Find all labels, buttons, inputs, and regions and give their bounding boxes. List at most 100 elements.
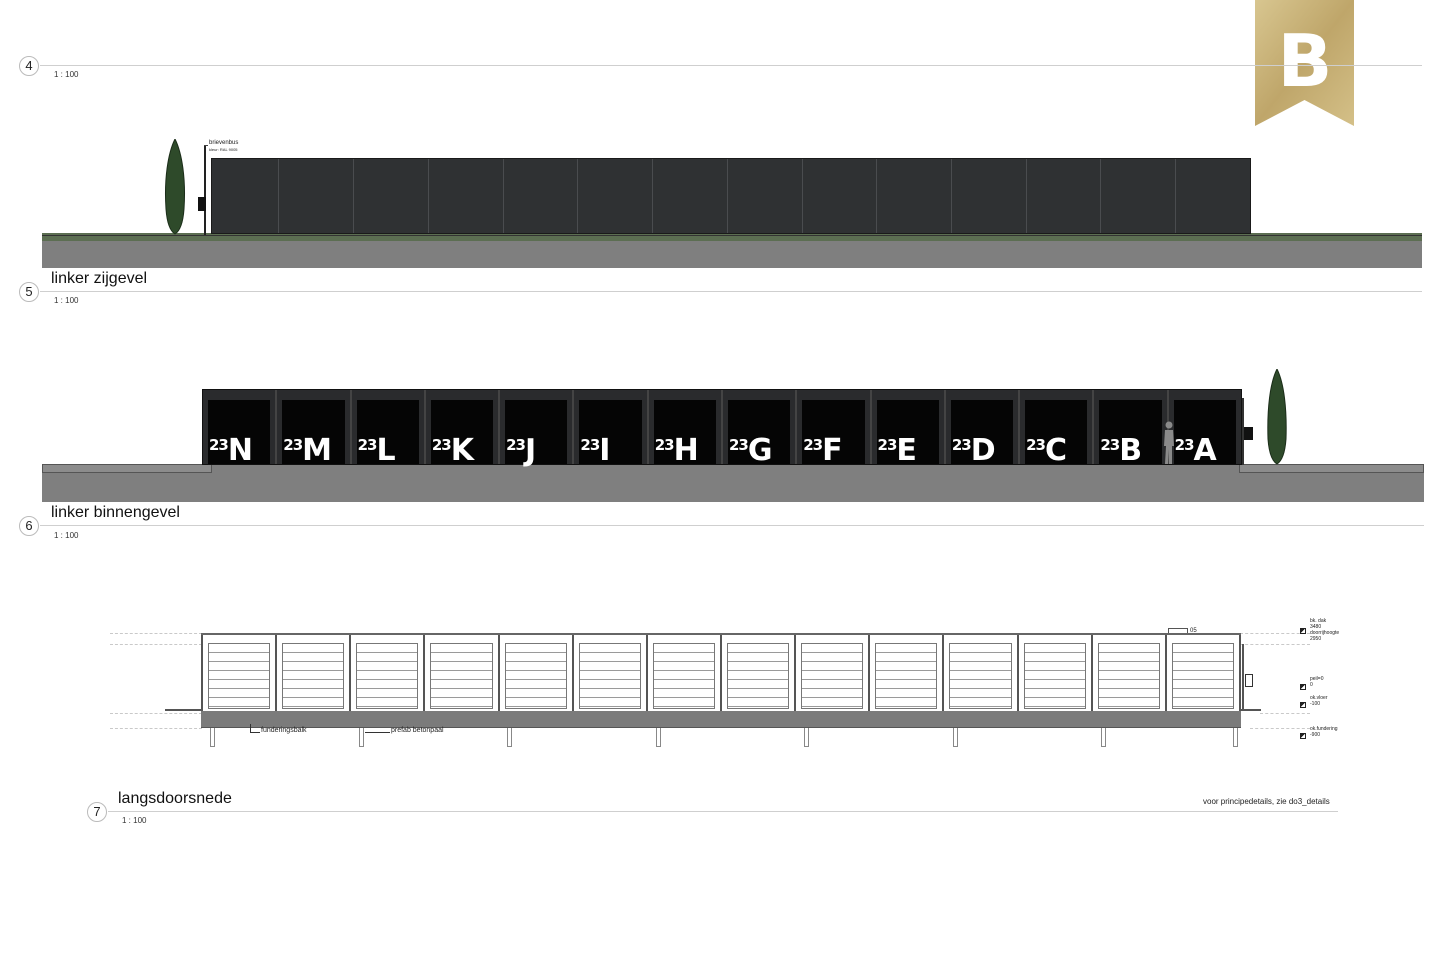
facade-panel: [504, 159, 579, 233]
section-shutter: [1023, 643, 1086, 709]
facade-panel: [578, 159, 654, 233]
unit-letter: G: [747, 433, 773, 468]
unit-letter: B: [1119, 433, 1143, 468]
view-number-5: 5: [19, 282, 39, 302]
view-divider-5: [40, 291, 1422, 292]
side-elevation-facade: [211, 158, 1251, 234]
section-units: [201, 633, 1241, 711]
section-unit: [1164, 635, 1241, 711]
section-shutter: [801, 643, 864, 709]
pavement-left: [42, 464, 212, 473]
section-unit: [719, 635, 794, 711]
pavement-right: [1239, 464, 1424, 473]
inner-elevation-ground: [42, 464, 1424, 502]
level-line-floor-right: [1260, 713, 1310, 714]
label-pile: prefab betonpaal: [391, 727, 444, 734]
section-mailbox-post: [1242, 644, 1244, 710]
unit-house-number: 23: [431, 436, 452, 454]
unit-letter: E: [896, 433, 917, 468]
view-scale-7: 1 : 100: [122, 816, 147, 825]
unit-letter: M: [302, 433, 333, 468]
section-shutter: [504, 643, 567, 709]
garage-door: [430, 400, 494, 464]
garage-door: [282, 400, 345, 464]
section-mailbox: [1245, 674, 1253, 687]
mailbox-leader-line: [204, 145, 208, 146]
section-unit: [571, 635, 646, 711]
mailbox-post: [204, 145, 206, 235]
garage-door: [579, 400, 642, 464]
foundation-pile: [358, 728, 364, 747]
garage-unit: 23N: [203, 390, 278, 468]
section-shutter: [208, 643, 271, 709]
section-foundation-beam: [201, 711, 1241, 728]
section-unit: [349, 635, 423, 711]
section-unit: [275, 635, 349, 711]
view-divider-4: [40, 65, 1422, 66]
level-line-foundation-right: [1250, 728, 1310, 729]
view-title-6: linker binnengevel: [51, 504, 180, 521]
unit-letter: I: [599, 433, 611, 468]
section-shutter: [578, 643, 641, 709]
unit-house-number: 23: [728, 436, 749, 454]
cypress-tree-right: [1267, 369, 1287, 465]
level-foundation-value: -900: [1310, 732, 1321, 738]
unit-house-number: 23: [1026, 436, 1046, 454]
level-marker-roof: [1300, 628, 1306, 634]
garage-unit: 23C: [1020, 390, 1095, 468]
level-clearance-value: 2950: [1310, 636, 1322, 642]
view-number-4: 4: [19, 56, 39, 76]
unit-house-number: 23: [877, 436, 898, 454]
view-divider-6: [40, 525, 1424, 526]
dimension-value: 05: [1190, 628, 1197, 634]
unit-letter: F: [822, 433, 843, 468]
unit-house-number: 23: [283, 436, 303, 454]
facade-panel: [653, 159, 728, 233]
facade-panel: [1101, 159, 1177, 233]
section-unit: [794, 635, 868, 711]
section-floor-right-extension: [1241, 709, 1261, 711]
garage-door: [208, 400, 271, 464]
level-line-floor: [110, 713, 202, 714]
garage-door: [1099, 400, 1162, 464]
section-unit: [497, 635, 572, 711]
garage-unit: 23I: [574, 390, 649, 468]
unit-letter: C: [1044, 433, 1067, 468]
garage-unit: 23J: [500, 390, 575, 468]
level-marker-peil: [1300, 684, 1306, 690]
garage-unit: 23M: [277, 390, 352, 468]
level-line-roof: [110, 633, 202, 634]
unit-house-number: 23: [1100, 436, 1120, 454]
person-figure: [1164, 421, 1174, 464]
unit-house-number: 23: [209, 436, 229, 454]
pile-leader: [365, 732, 390, 733]
mailbox-annotation-title: brievenbus: [209, 140, 239, 146]
garage-door: [1173, 400, 1236, 464]
mailbox-annotation-sub: kleur: RAL 9005: [209, 147, 238, 152]
section-shutter: [1171, 643, 1234, 709]
unit-label: 23M: [283, 433, 332, 468]
foundation-pile: [1233, 728, 1238, 747]
level-line-clearance-right: [1240, 644, 1310, 645]
garage-unit: 23K: [426, 390, 501, 468]
unit-label: 23I: [580, 433, 610, 468]
level-floor-value: -100: [1310, 701, 1321, 707]
section-shutter: [430, 643, 493, 709]
unit-label: 23J: [506, 433, 536, 468]
foundation-beam-leader-h: [250, 732, 260, 733]
unit-house-number: 23: [506, 436, 526, 454]
view-number-7: 7: [87, 802, 107, 822]
unit-house-number: 23: [654, 436, 675, 454]
section-shutter: [652, 643, 715, 709]
level-marker-foundation: [1300, 733, 1306, 739]
facade-panel: [728, 159, 803, 233]
unit-label: 23E: [878, 433, 917, 468]
garage-door: [802, 400, 865, 464]
section-unit: [868, 635, 942, 711]
mailbox: [198, 197, 206, 211]
unit-letter: J: [525, 433, 537, 468]
unit-letter: H: [673, 433, 699, 468]
foundation-pile: [804, 728, 810, 747]
view-scale-6: 1 : 100: [54, 531, 79, 540]
